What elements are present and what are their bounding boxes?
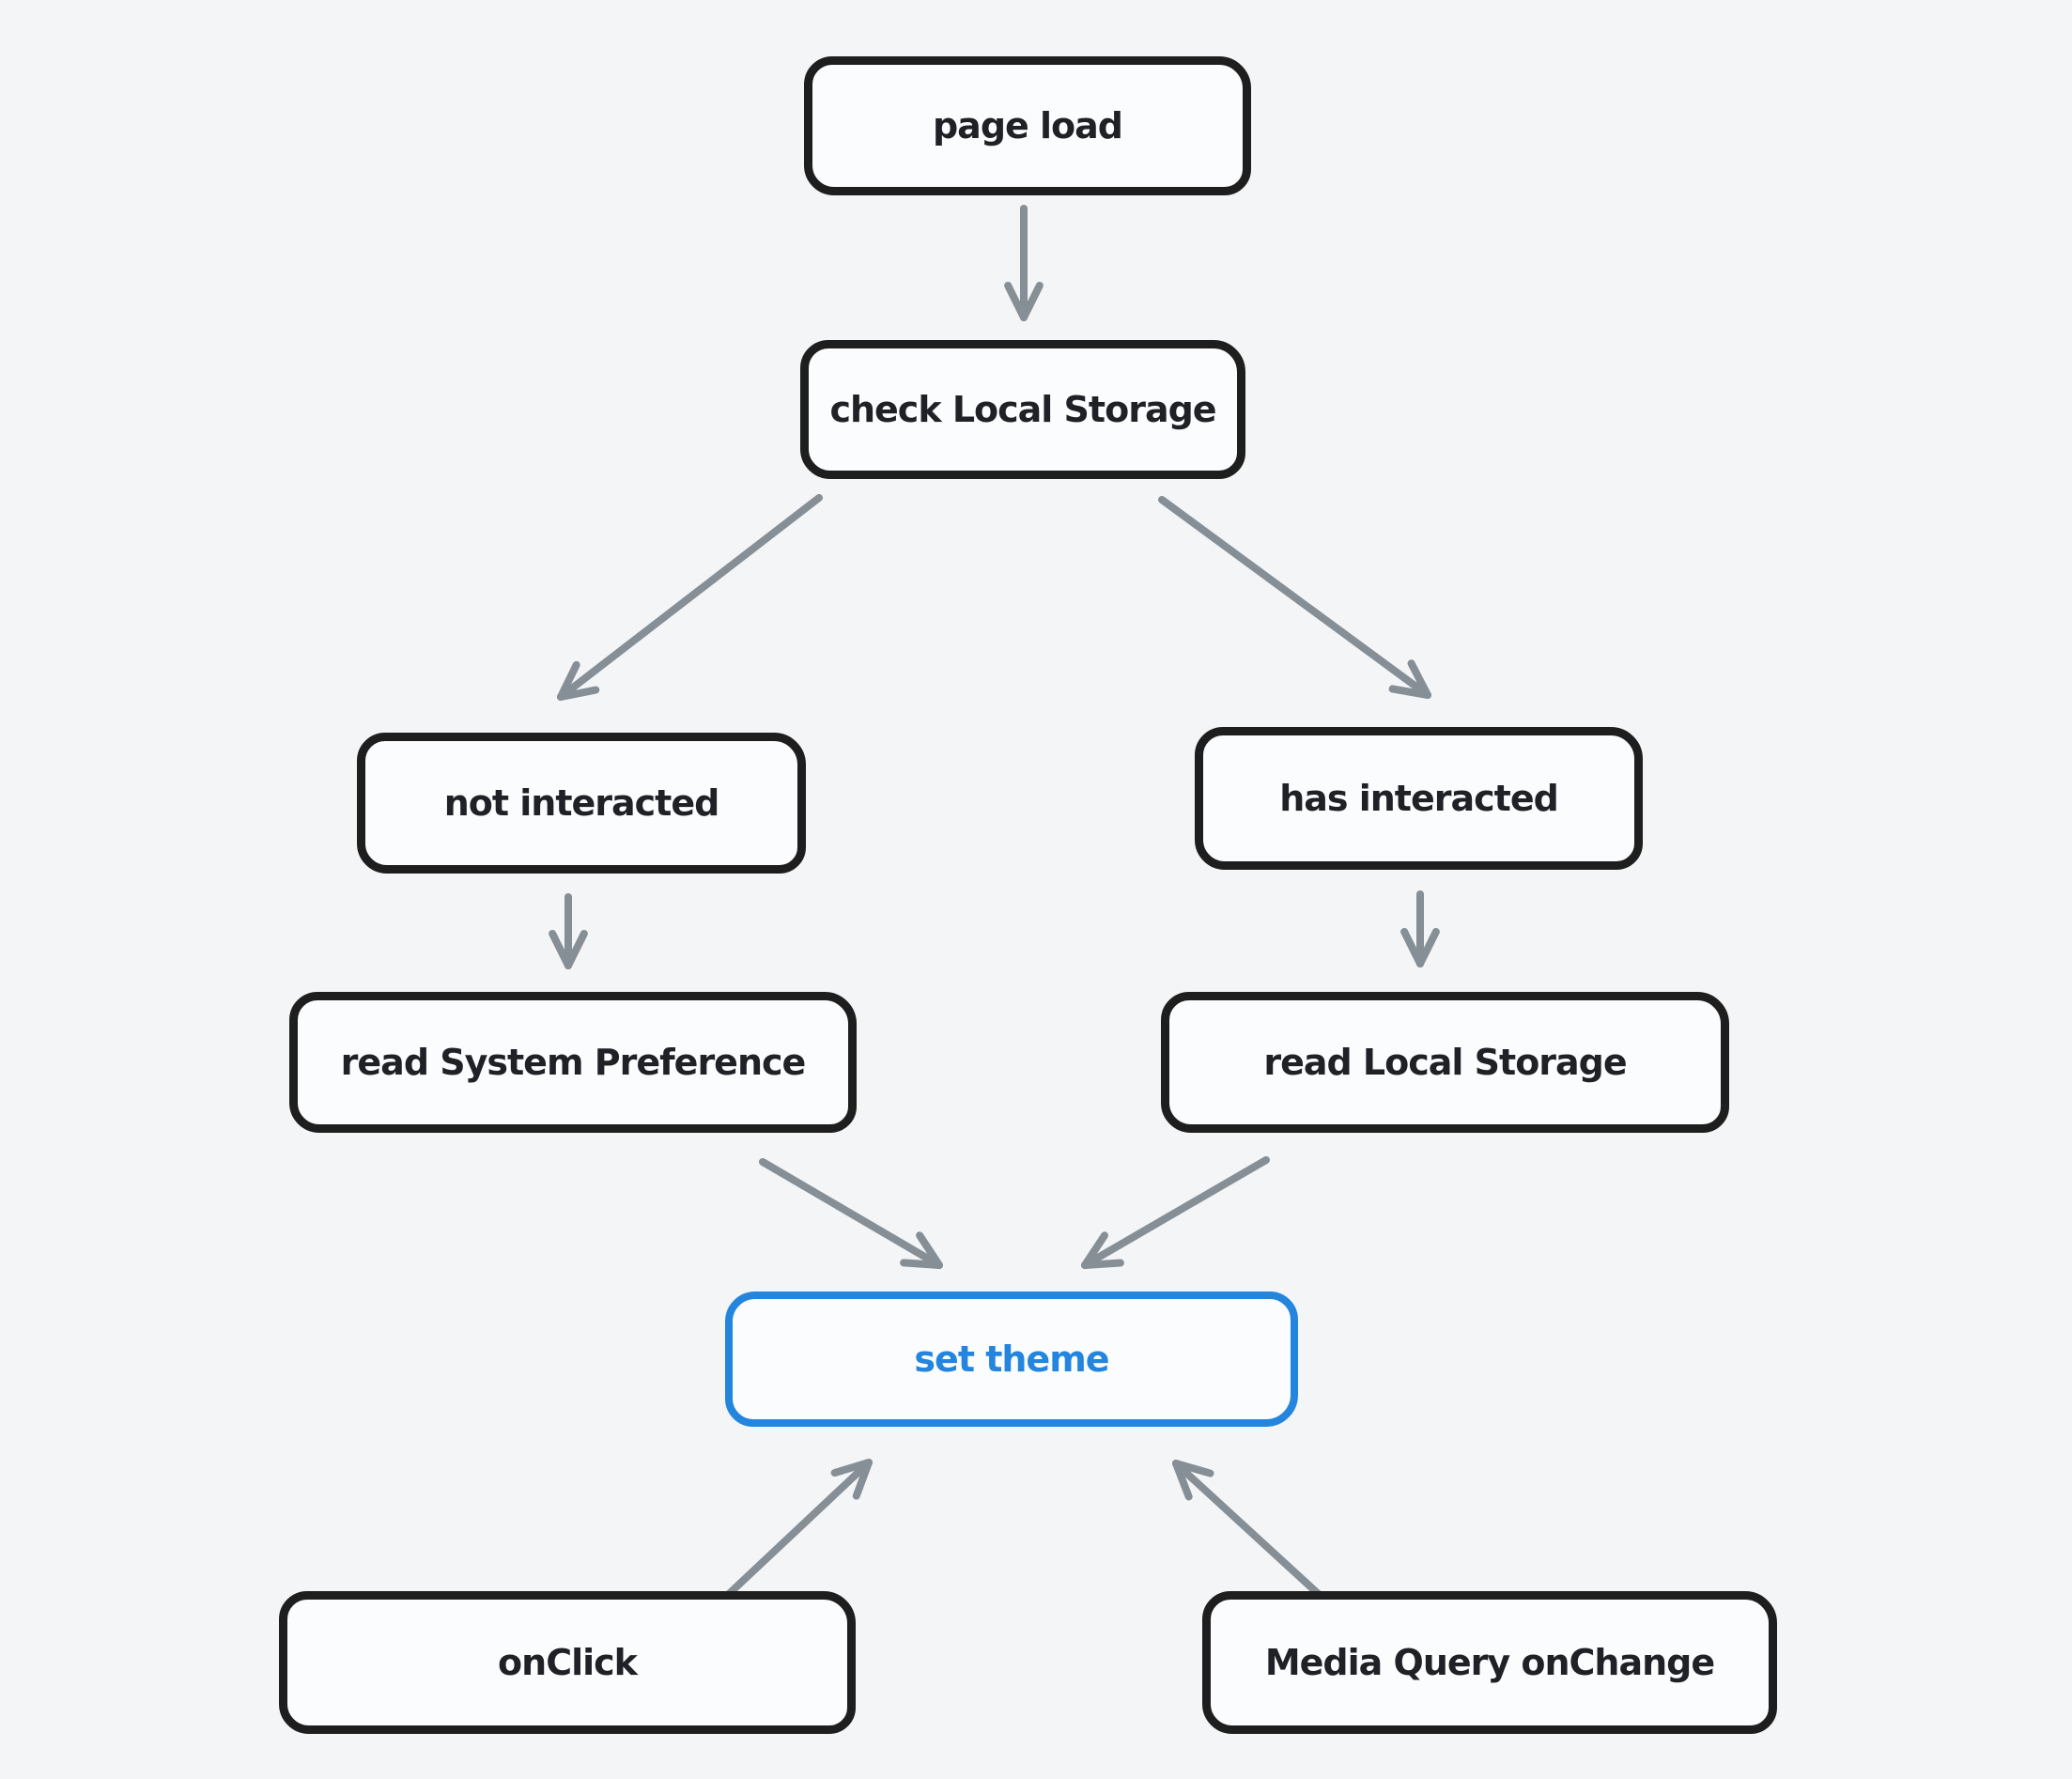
arrow-media-query-onchange-to-set-theme xyxy=(1172,1460,1338,1612)
node-label: onClick xyxy=(498,1642,638,1683)
node-label: Media Query onChange xyxy=(1264,1642,1715,1683)
node-page-load[interactable]: page load xyxy=(804,56,1251,195)
node-media-query-onchange[interactable]: Media Query onChange xyxy=(1202,1591,1777,1734)
arrow-read-system-preference-to-set-theme xyxy=(759,1158,943,1269)
node-has-interacted[interactable]: has interacted xyxy=(1195,727,1643,870)
node-check-local-storage[interactable]: check Local Storage xyxy=(800,340,1245,479)
node-label: check Local Storage xyxy=(829,389,1216,430)
arrow-not-interacted-to-read-system-preference xyxy=(549,893,588,969)
arrow-page-load-to-check-local-storage xyxy=(1004,205,1044,321)
node-label: not interacted xyxy=(443,782,720,824)
arrow-check-local-storage-to-not-interacted xyxy=(557,494,823,701)
arrow-check-local-storage-to-has-interacted xyxy=(1158,496,1431,699)
node-label: set theme xyxy=(914,1338,1109,1380)
arrow-onclick-to-set-theme xyxy=(710,1459,873,1612)
arrow-has-interacted-to-read-local-storage xyxy=(1400,890,1440,967)
node-not-interacted[interactable]: not interacted xyxy=(357,733,806,874)
node-onclick[interactable]: onClick xyxy=(279,1591,856,1734)
node-label: has interacted xyxy=(1279,778,1559,819)
node-read-local-storage[interactable]: read Local Storage xyxy=(1161,992,1729,1133)
node-label: page load xyxy=(932,105,1123,147)
node-read-system-preference[interactable]: read System Preference xyxy=(289,992,857,1133)
node-label: read System Preference xyxy=(340,1042,807,1083)
node-label: read Local Storage xyxy=(1263,1042,1627,1083)
node-set-theme[interactable]: set theme xyxy=(725,1292,1298,1427)
arrow-read-local-storage-to-set-theme xyxy=(1081,1156,1270,1269)
